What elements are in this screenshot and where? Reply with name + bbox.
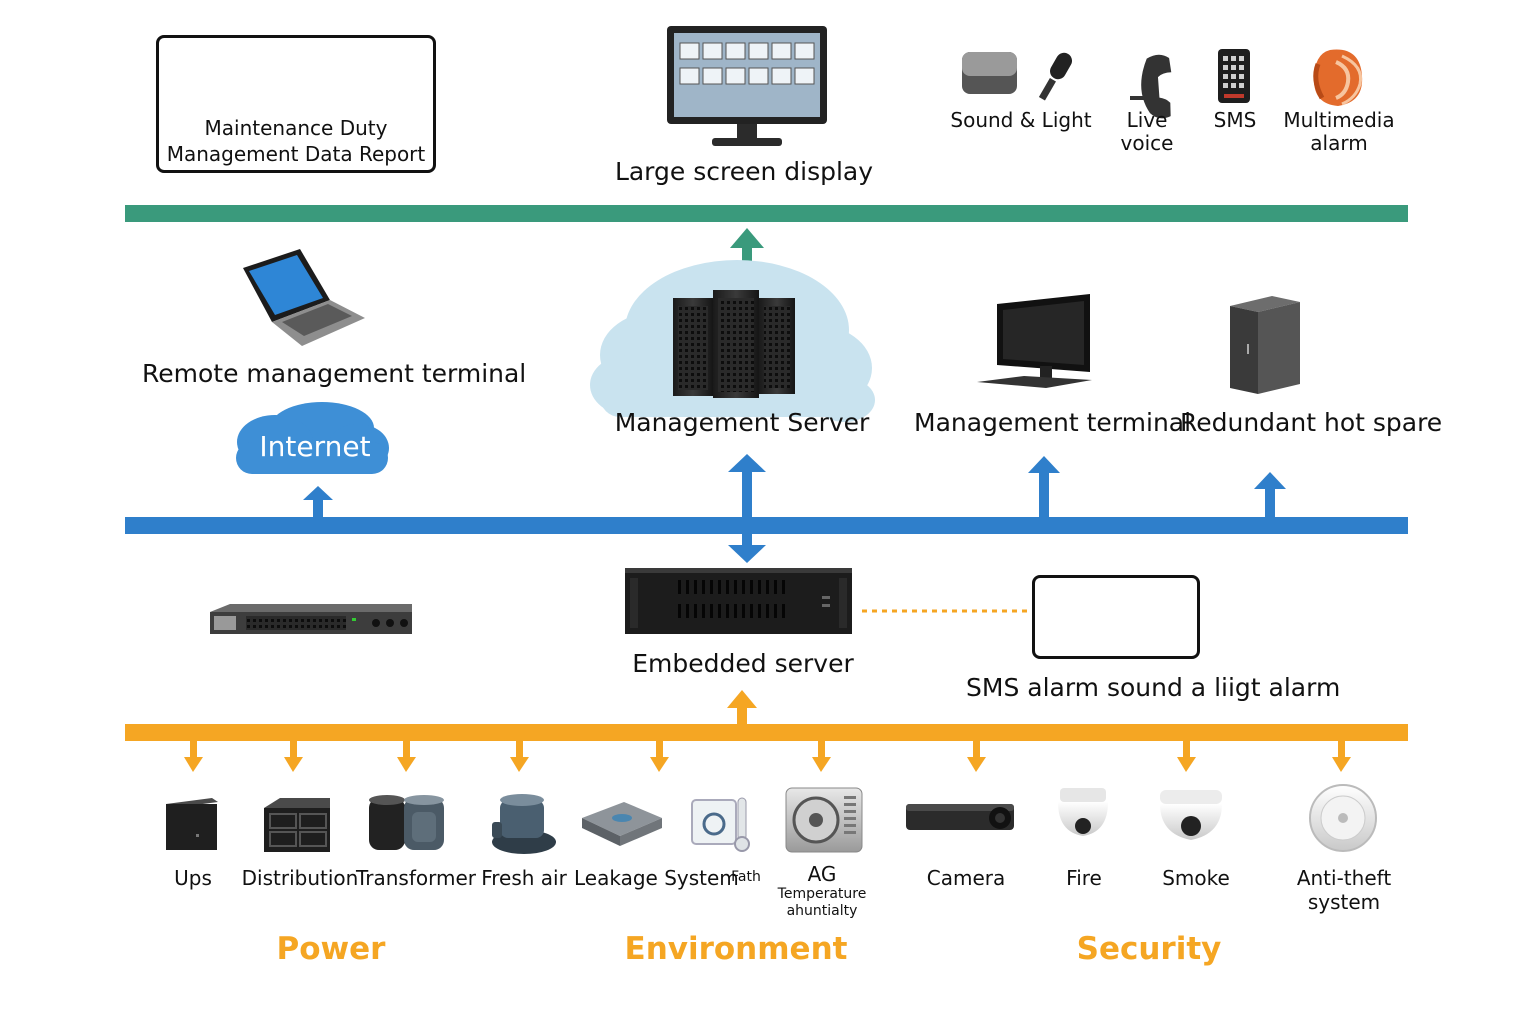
server-embedded-double-arrow: [728, 454, 766, 563]
monitor-icon: [977, 294, 1092, 388]
large-screen-label: Large screen display: [614, 157, 874, 186]
smoke-label: Smoke: [1162, 866, 1230, 890]
field-bus: [125, 724, 1408, 741]
fresh-air-icon: [492, 794, 556, 854]
transformer-label: Transformer: [356, 866, 477, 890]
camera-icon: [906, 804, 1014, 830]
ag-label-line2: Temperature: [777, 886, 867, 902]
camera-label: Camera: [926, 866, 1006, 890]
monitor-icon: [667, 26, 827, 146]
internet-label: Internet: [259, 430, 371, 463]
sms-label: SMS: [1213, 108, 1257, 132]
multimedia-alarm-label-line2: alarm: [1310, 131, 1368, 155]
multimedia-alarm-label-line1: Multimedia: [1283, 108, 1395, 132]
distribution-label: Distribution: [241, 866, 359, 890]
embedded-server-label: Embedded server: [632, 649, 854, 678]
report-label-line1: Maintenance Duty: [204, 116, 388, 140]
field-drop-arrows: [184, 741, 1351, 772]
spare-uplink-arrow: [1254, 472, 1286, 518]
sms-alarm-box: [1032, 575, 1200, 659]
tower-server-icon: [1230, 296, 1300, 394]
network-bus: [125, 517, 1408, 534]
remote-terminal-label: Remote management terminal: [142, 359, 527, 388]
network-switch-icon: [210, 604, 412, 634]
sms-alarm-label: SMS alarm sound a liigt alarm: [966, 673, 1341, 702]
anti-theft-sensor-icon: [1309, 784, 1377, 852]
server-rack-icon: [673, 290, 795, 398]
management-server-label: Management Server: [614, 408, 870, 437]
microphone-icon: [1038, 52, 1072, 101]
leakage-sensor-icon: [582, 802, 662, 846]
ups-icon: [166, 798, 218, 850]
live-voice-label-line1: Live: [1126, 108, 1168, 132]
transformer-icon: [369, 795, 444, 850]
management-terminal-label: Management terminal: [914, 408, 1192, 437]
anti-theft-label-line2: system: [1307, 890, 1381, 914]
ag-label-line3: ahuntialty: [786, 903, 858, 919]
leakage-system-label: Leakage System: [574, 866, 739, 890]
sound-light-label: Sound & Light: [950, 108, 1092, 132]
distribution-cabinet-icon: [264, 798, 330, 852]
phone-icon: [1130, 54, 1172, 119]
rack-server-icon: [625, 568, 852, 634]
live-voice-label-line2: voice: [1120, 131, 1174, 155]
air-conditioner-icon: [785, 787, 863, 853]
fath-label: Fath: [731, 869, 761, 885]
laptop-icon: [243, 249, 365, 346]
speaker-icon: [962, 52, 1017, 94]
category-security: Security: [1076, 931, 1222, 967]
category-power: Power: [276, 931, 386, 967]
internet-uplink-arrow: [303, 486, 333, 518]
report-box: [156, 35, 436, 173]
top-bus: [125, 205, 1408, 222]
fire-label: Fire: [1066, 866, 1102, 890]
anti-theft-label-line1: Anti-theft: [1296, 866, 1392, 890]
terminal-uplink-arrow: [1028, 456, 1060, 518]
field-uplink-arrow: [727, 690, 757, 725]
fresh-air-label: Fresh air: [481, 866, 567, 890]
mobile-phone-icon: [1218, 49, 1250, 103]
fire-detector-icon: [1058, 788, 1108, 836]
redundant-spare-label: Redundant hot spare: [1180, 408, 1443, 437]
multimedia-alarm-icon: [1313, 49, 1363, 106]
category-environment: Environment: [624, 931, 848, 967]
ups-label: Ups: [174, 866, 212, 890]
cloud-icon: [236, 402, 389, 474]
thermometer-icon: [691, 797, 750, 852]
report-label-line2: Management Data Report: [166, 142, 426, 166]
smoke-detector-icon: [1160, 790, 1222, 840]
ag-label-line1: AG: [807, 862, 837, 886]
